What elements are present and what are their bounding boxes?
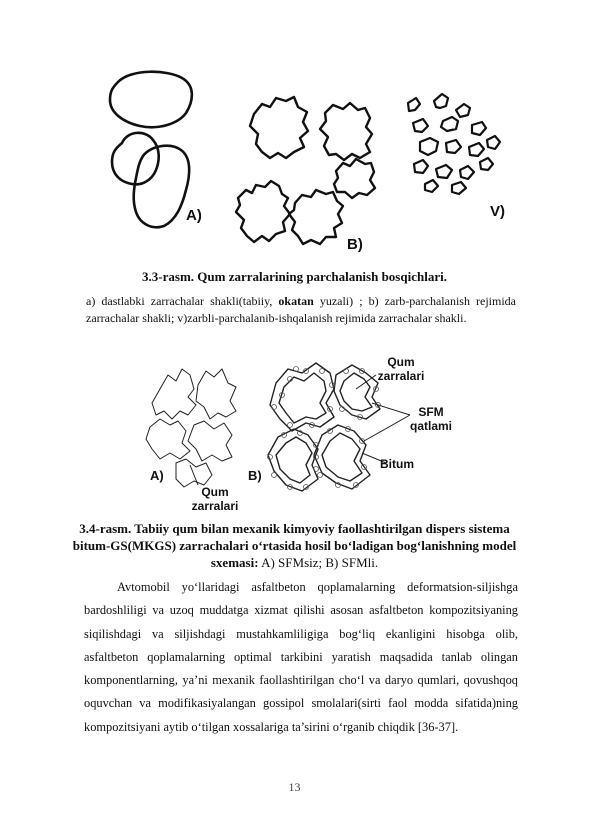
annotation-sfm-line-2: qatlami [409, 419, 452, 433]
particle-b5 [332, 157, 377, 200]
fragment-v12 [434, 163, 454, 180]
figure-3-4: A) B) Qum zarralari SFM qatlami Bitum Qu… [0, 345, 589, 515]
sand-particle-a2 [195, 368, 237, 420]
fragment-v6 [470, 120, 488, 137]
sand-particle-a4 [187, 420, 233, 462]
caption-line-1-end: yuzali) ; b) zarb-parchalanish rejimida [313, 294, 516, 308]
figure-3-3-label-v: V) [490, 203, 505, 220]
figure-3-4-label-a: A) [150, 468, 164, 483]
paragraph-line: asfaltbeton qoplamalarning optimal tarki… [84, 649, 518, 664]
fragment-v14 [478, 156, 495, 172]
fragment-v13 [458, 164, 476, 181]
figure-3-3: A) B) V) [0, 0, 589, 265]
sfm-particle-2-inner [339, 372, 373, 412]
figure-3-4-caption: 3.4-rasm. Tabiiy qum bilan mexanik kimyo… [0, 520, 589, 571]
label-leader-a [189, 464, 199, 486]
fragment-v16 [450, 180, 468, 196]
figure-3-3-drawing [108, 70, 502, 246]
annotation-qum-top-line-2: zarralari [377, 369, 425, 383]
paragraph-line: komponentlarning, ya’ni mexanik faollash… [84, 673, 518, 688]
annotation-qum-bottom-line-2: zarralari [191, 499, 239, 513]
annotation-bitum: Bitum [380, 457, 430, 471]
fragment-v5 [439, 115, 460, 133]
figure-3-3-caption-description: a) dastlabki zarrachalar shakli(tabiiy, … [86, 293, 516, 327]
sfm-particle-4-inner [321, 432, 363, 482]
fragment-v8 [444, 138, 463, 155]
annotation-qum-bottom-line-1: Qum [201, 485, 229, 499]
particle-b1 [248, 95, 310, 160]
page-number: 13 [288, 780, 301, 794]
body-paragraph: Avtomobil yo‘llaridagi asfaltbeton qopla… [84, 576, 518, 739]
annotation-qum-zarralari-bottom: Qum zarralari [180, 485, 250, 513]
particle-b2 [318, 101, 374, 162]
figure-3-4-label-b: B) [248, 468, 262, 483]
fragment-v1 [406, 96, 422, 113]
figure-3-4-caption-line-2: bitum-GS(MKGS) zarrachalari o‘rtasida ho… [72, 538, 517, 553]
fragment-v2 [432, 92, 450, 110]
leader-bitum [361, 452, 387, 464]
sfm-particle-2-outer [333, 364, 381, 420]
sfm-bubble-texture [267, 366, 381, 490]
figure-3-3-caption-line-2: zarrachalar shakli; v)zarbli-parchalanib… [86, 311, 467, 325]
figure-3-4-caption-line-1: 3.4-rasm. Tabiiy qum bilan mexanik kimyo… [79, 521, 510, 536]
paragraph-line: bardoshliligi va uzoq muddatga xizmat qi… [84, 603, 518, 618]
caption-3-4-rest: A) SFMsiz; B) SFMli. [258, 555, 379, 570]
figure-3-3-label-b: B) [347, 236, 363, 253]
paragraph-line: oquvchan va modifikasiyalangan gossipol … [84, 696, 518, 711]
leader-qum-top [355, 374, 377, 390]
sfm-particle-3-outer [267, 428, 319, 492]
fragment-v15 [423, 178, 440, 194]
figure-3-4-drawing [145, 362, 411, 492]
annotation-sfm-qatlami: SFM qatlami [396, 405, 466, 433]
particle-b3 [234, 179, 292, 244]
particle-a2 [110, 131, 160, 186]
paragraph-line: siqilishdagi va siljishdagi mustahkamlil… [84, 626, 518, 641]
figure-3-3-caption-title: 3.3-rasm. Qum zarralarining parchalanish… [142, 269, 447, 284]
fragment-v3 [454, 102, 472, 119]
annotation-bitum-text: Bitum [380, 457, 414, 471]
caption-line-1-start: a) dastlabki zarrachalar shakli(tabiiy, [86, 294, 279, 308]
sfm-particle-3-inner [275, 436, 313, 484]
fragment-v10 [485, 134, 502, 151]
sand-particle-a5 [175, 458, 213, 488]
particle-b4 [287, 188, 345, 246]
figure-3-4-caption-line-3: sxemasi: A) SFMsiz; B) SFMli. [0, 554, 589, 571]
caption-line-1-bold: okatan [278, 294, 314, 308]
fragment-v11 [412, 158, 430, 175]
sand-particle-a1 [151, 368, 197, 420]
leader-sfm-1 [371, 402, 411, 416]
sfm-particle-4-outer [313, 424, 371, 490]
figure-3-3-label-a: A) [186, 207, 202, 224]
particle-a3 [132, 144, 191, 229]
fragment-v4 [411, 117, 430, 134]
annotation-sfm-line-1: SFM [418, 405, 444, 419]
sfm-particle-1-outer [269, 362, 335, 432]
fragment-v7 [418, 136, 440, 157]
leader-sfm-2 [363, 414, 411, 442]
paragraph-line: Avtomobil yo‘llaridagi asfaltbeton qopla… [117, 580, 518, 594]
annotation-qum-top-line-1: Qum [387, 355, 415, 369]
sfm-particle-1-inner [278, 372, 327, 424]
caption-3-4-bold: sxemasi: [210, 555, 259, 570]
annotation-qum-zarralari-top: Qum zarralari [366, 355, 436, 383]
paragraph-line: kompozitsiyani aytib o‘tilgan xossalarig… [84, 719, 459, 734]
sand-particle-a3 [145, 418, 191, 460]
particle-a1 [108, 70, 194, 129]
fragment-v9 [467, 141, 486, 158]
figure-3-3-caption-line-1: a) dastlabki zarrachalar shakli(tabiiy, … [86, 293, 516, 310]
